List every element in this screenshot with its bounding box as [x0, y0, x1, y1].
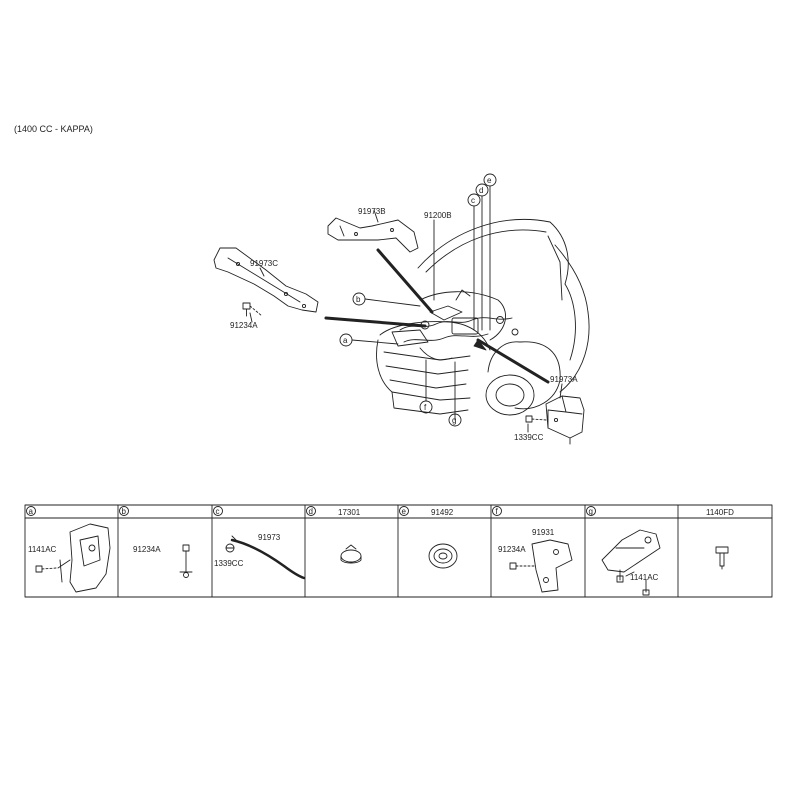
diagram-title: (1400 CC - KAPPA) — [14, 124, 93, 134]
cell-1140FD-part-icon — [715, 546, 729, 570]
callout-f: f — [424, 403, 427, 412]
table-part-1140FD: 1140FD — [706, 508, 734, 517]
cell-d-part-icon — [340, 544, 362, 564]
parts-table-grid — [24, 504, 773, 598]
cell-f-label-91931: 91931 — [532, 528, 555, 537]
cell-c-label-1339CC: 1339CC — [214, 559, 244, 568]
table-part-d: 17301 — [338, 508, 361, 517]
callout-b: b — [356, 295, 361, 304]
leader-arrows — [324, 248, 550, 384]
callout-c: c — [471, 196, 475, 205]
callout-d: d — [479, 186, 483, 195]
cell-b-part-icon — [179, 544, 193, 578]
bolt-1339CC-icon — [525, 415, 547, 423]
table-letter-g: g — [589, 507, 593, 516]
table-letter-e: e — [402, 507, 407, 516]
cell-e-part-icon — [428, 543, 458, 569]
callout-e: e — [487, 176, 492, 185]
cell-g-label-1141AC: 1141AC — [630, 573, 659, 582]
table-letter-d: d — [309, 507, 313, 516]
label-91200B: 91200B — [424, 211, 452, 220]
label-91234A: 91234A — [230, 321, 258, 330]
label-91973A: 91973A — [550, 375, 578, 384]
cell-g-part-icon — [601, 529, 661, 596]
label-91973B: 91973B — [358, 207, 386, 216]
cell-a-label-1141AC: 1141AC — [28, 545, 57, 554]
callout-g: g — [452, 416, 456, 425]
part-91973A-bracket — [545, 395, 585, 445]
cell-b-label-91234A: 91234A — [133, 545, 161, 554]
part-91973C-bracket — [213, 247, 319, 313]
cell-f-part-icon — [509, 539, 573, 593]
label-1339CC: 1339CC — [514, 433, 544, 442]
cell-c-part-icon — [225, 535, 306, 580]
bolt-91234A-icon — [242, 302, 263, 317]
table-part-e: 91492 — [431, 508, 454, 517]
label-91973C: 91973C — [250, 259, 278, 268]
car-front-drawing — [376, 219, 590, 416]
cell-c-label-91973: 91973 — [258, 533, 281, 542]
table-letter-c: c — [216, 507, 220, 516]
table-letter-b: b — [122, 507, 127, 516]
callout-a: a — [343, 336, 348, 345]
part-91973B-bracket — [327, 217, 419, 253]
table-letter-f: f — [496, 507, 499, 516]
cell-f-label-91234A: 91234A — [498, 545, 526, 554]
table-letter-a: a — [29, 507, 34, 516]
cell-a-part-icon — [35, 523, 111, 593]
